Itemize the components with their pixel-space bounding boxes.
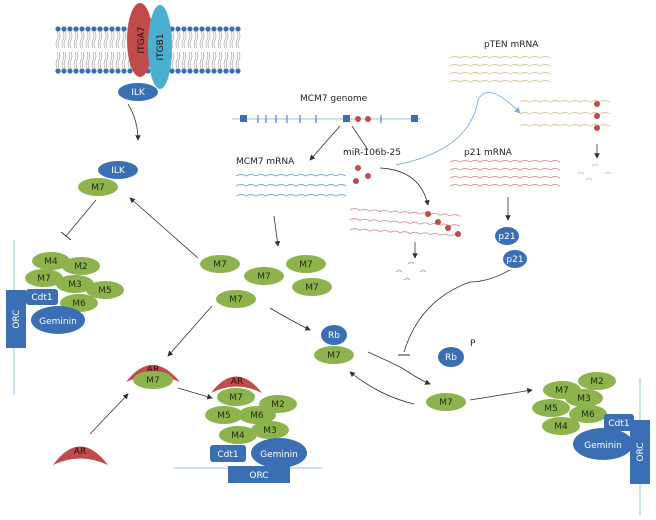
p21-protein-2: p21	[503, 250, 527, 268]
svg-text:M6: M6	[250, 411, 264, 421]
m7-ilk-bound: M7	[78, 178, 118, 196]
svg-text:M7: M7	[146, 376, 160, 386]
mcm7-mrna-label: MCM7 mRNA	[236, 157, 295, 167]
svg-text:M2: M2	[590, 377, 604, 387]
svg-text:M7: M7	[213, 260, 227, 270]
genome-label: MCM7 genome	[300, 94, 368, 104]
svg-text:Rb: Rb	[445, 353, 457, 363]
mirna-dots	[353, 165, 371, 184]
left-mcm-complex: M4 M2 M7 M3 M5 M6 ORC Cdt1 Geminin	[6, 252, 124, 348]
svg-text:AR: AR	[74, 447, 86, 457]
svg-text:M7: M7	[91, 183, 105, 193]
ilk-membrane: ILK	[118, 83, 158, 101]
svg-text:p21: p21	[498, 232, 515, 242]
svg-text:M2: M2	[271, 400, 285, 410]
svg-text:Cdt1: Cdt1	[608, 419, 629, 429]
svg-text:M6: M6	[72, 299, 86, 309]
ar-m7-complex: AR M7	[126, 365, 180, 389]
svg-text:Geminin: Geminin	[260, 450, 298, 460]
svg-text:M7: M7	[439, 398, 453, 408]
svg-text:Rb: Rb	[328, 331, 340, 341]
itga7-receptor: ITGA7	[127, 3, 153, 77]
svg-text:Geminin: Geminin	[39, 317, 77, 327]
svg-text:M7: M7	[257, 272, 271, 282]
svg-text:M5: M5	[98, 286, 112, 296]
pten-mrna	[449, 56, 551, 83]
m7-cluster: M7 M7 M7 M7 M7	[200, 255, 332, 308]
svg-text:M7: M7	[299, 260, 313, 270]
mcm7-genome: MCM7 genome	[232, 94, 420, 123]
svg-text:p21: p21	[506, 255, 523, 265]
svg-text:M7: M7	[327, 351, 341, 361]
pten-mrna-label: pTEN mRNA	[484, 40, 539, 50]
svg-text:M7: M7	[555, 386, 569, 396]
svg-text:M5: M5	[217, 411, 231, 421]
itga7-label: ITGA7	[137, 26, 147, 53]
rb-m7-complex: Rb M7	[314, 325, 354, 364]
ilk-membrane-label: ILK	[131, 88, 146, 98]
center-mcm-complex: AR M7 M2 M5 M6 M3 M4 Cdt1 Geminin ORC	[205, 376, 307, 483]
phospho-label: P	[470, 339, 476, 349]
svg-text:M3: M3	[68, 280, 82, 290]
svg-text:ORC: ORC	[636, 442, 646, 461]
svg-text:M4: M4	[44, 257, 58, 267]
svg-text:M5: M5	[544, 404, 558, 414]
m7-free-right: M7	[426, 393, 466, 411]
svg-text:M4: M4	[231, 431, 245, 441]
mcm7-mrna	[235, 174, 347, 197]
p21-fragments	[395, 262, 427, 281]
itgb1-label: ITGB1	[156, 33, 166, 60]
svg-text:M4: M4	[554, 422, 568, 432]
svg-text:ILK: ILK	[111, 166, 126, 176]
svg-text:M3: M3	[577, 394, 591, 404]
pten-mrna-targeted	[519, 100, 611, 127]
p21-protein-1: p21	[495, 227, 519, 245]
mirna-label: miR-106b-25	[343, 148, 401, 158]
svg-text:AR: AR	[231, 377, 243, 387]
p21-mrna	[449, 160, 561, 187]
svg-text:Geminin: Geminin	[584, 441, 622, 451]
svg-text:ORC: ORC	[249, 471, 268, 481]
pten-fragments	[577, 164, 612, 181]
itgb1-receptor: ITGB1	[148, 5, 172, 89]
p21-mrna-label: p21 mRNA	[464, 148, 513, 158]
rb-phospho: Rb P	[438, 339, 476, 367]
svg-text:M7: M7	[229, 295, 243, 305]
p21-mrna-targeted	[349, 208, 461, 237]
ilk-protein: ILK	[98, 161, 138, 179]
svg-text:M6: M6	[581, 410, 595, 420]
svg-text:AR: AR	[147, 365, 159, 375]
svg-text:M7: M7	[229, 393, 243, 403]
svg-text:Cdt1: Cdt1	[217, 450, 238, 460]
svg-text:M7: M7	[305, 283, 319, 293]
right-mcm-complex: M7 M2 M3 M5 M6 M4 Cdt1 Geminin ORC	[532, 372, 650, 484]
ar-free: AR	[53, 446, 108, 465]
svg-text:M7: M7	[37, 274, 51, 284]
svg-text:M2: M2	[74, 262, 88, 272]
svg-text:Cdt1: Cdt1	[31, 293, 52, 303]
svg-text:M3: M3	[263, 426, 277, 436]
svg-text:ORC: ORC	[12, 309, 22, 328]
